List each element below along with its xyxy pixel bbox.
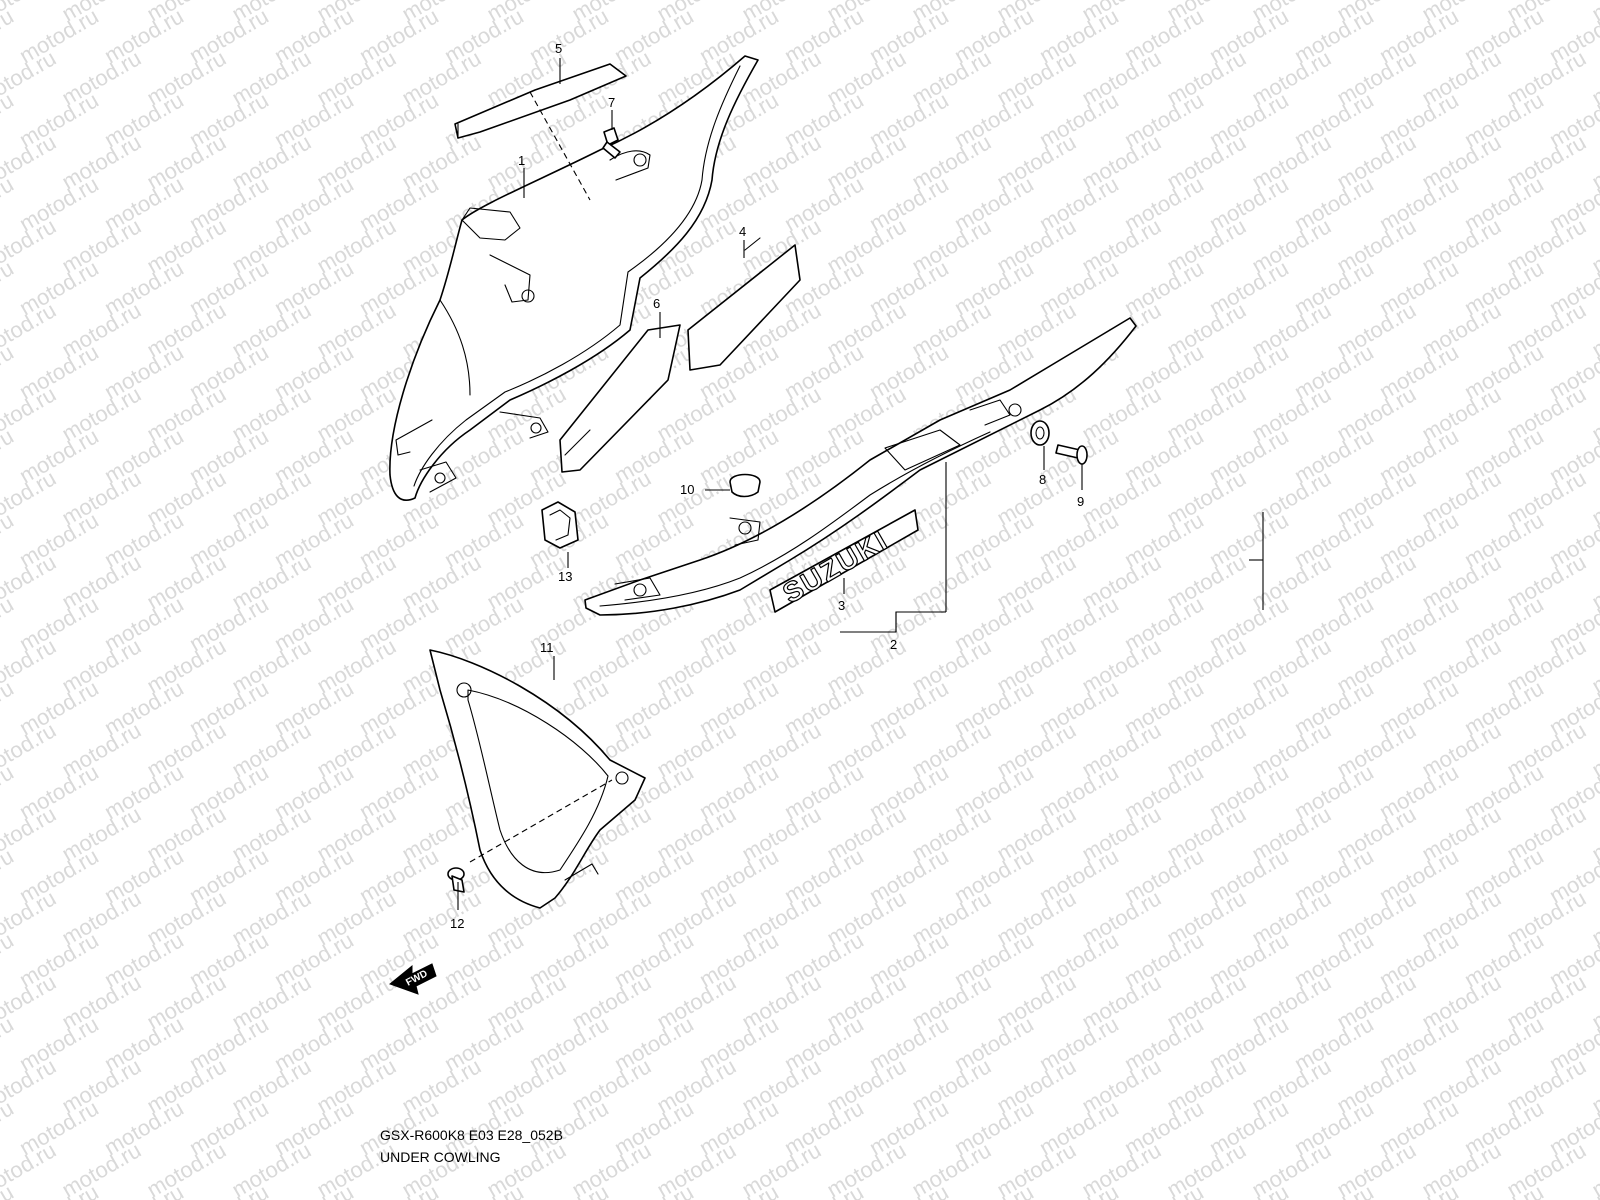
watermark-text: motod.ru: [0, 759, 18, 824]
watermark-text: motod.ru: [0, 675, 18, 740]
leader-lines: [457, 58, 1083, 910]
callout-12: 12: [450, 916, 464, 931]
callout-7: 7: [608, 95, 615, 110]
watermark-text: motod.ru: [0, 339, 18, 404]
watermark-text: motod.ru: [0, 87, 18, 152]
watermark-text: motod.ru: [0, 423, 18, 488]
watermark-text: motod.ru: [0, 927, 18, 992]
watermark-text: motod.ru: [0, 1011, 18, 1076]
watermark-text: motod.ru: [0, 591, 18, 656]
part-6-sticker: [559, 324, 681, 473]
watermark-text: motod.ru: [0, 3, 18, 68]
callout-5: 5: [555, 41, 562, 56]
watermark-text: motod.ru: [1588, 1137, 1600, 1200]
watermark-text: motod.ru: [0, 507, 18, 572]
reference-bracket: [1249, 512, 1264, 610]
callout-11: 11: [540, 640, 554, 655]
callout-4: 4: [739, 224, 746, 239]
part-10-nut: [729, 473, 761, 498]
part-13-clip: [541, 501, 579, 549]
watermark-text: motod.ru: [0, 843, 18, 908]
watermark-text: motod.ru: [0, 1095, 18, 1160]
part-11-inner-cover: [429, 649, 646, 909]
callout-6: 6: [653, 296, 660, 311]
part-9-bolt: [1055, 444, 1088, 465]
part-1-under-cowling: [389, 55, 759, 501]
watermark-text: motod.ru: [0, 255, 18, 320]
callout-9: 9: [1077, 494, 1084, 509]
part-4-sticker: [687, 237, 801, 371]
callout-3: 3: [838, 598, 845, 613]
diagram-code: GSX-R600K8 E03 E28_052B: [380, 1127, 563, 1143]
part-8-grommet: [1030, 420, 1050, 446]
callout-10: 10: [680, 482, 694, 497]
diagram-title: UNDER COWLING: [380, 1149, 501, 1165]
watermark-text: motod.ru: [0, 171, 18, 236]
callout-1: 1: [518, 153, 525, 168]
callout-2: 2: [890, 637, 897, 652]
part-7-screw: [602, 127, 621, 159]
callouts: 5 7 1 4 6 10 8 9 13 3 2 11 12: [450, 41, 1084, 931]
callout-8: 8: [1039, 472, 1046, 487]
caption: GSX-R600K8 E03 E28_052B UNDER COWLING: [380, 1127, 563, 1165]
callout-13: 13: [558, 569, 572, 584]
part-2-under-cowling: [584, 317, 1137, 616]
part-5-strip: [454, 63, 627, 139]
